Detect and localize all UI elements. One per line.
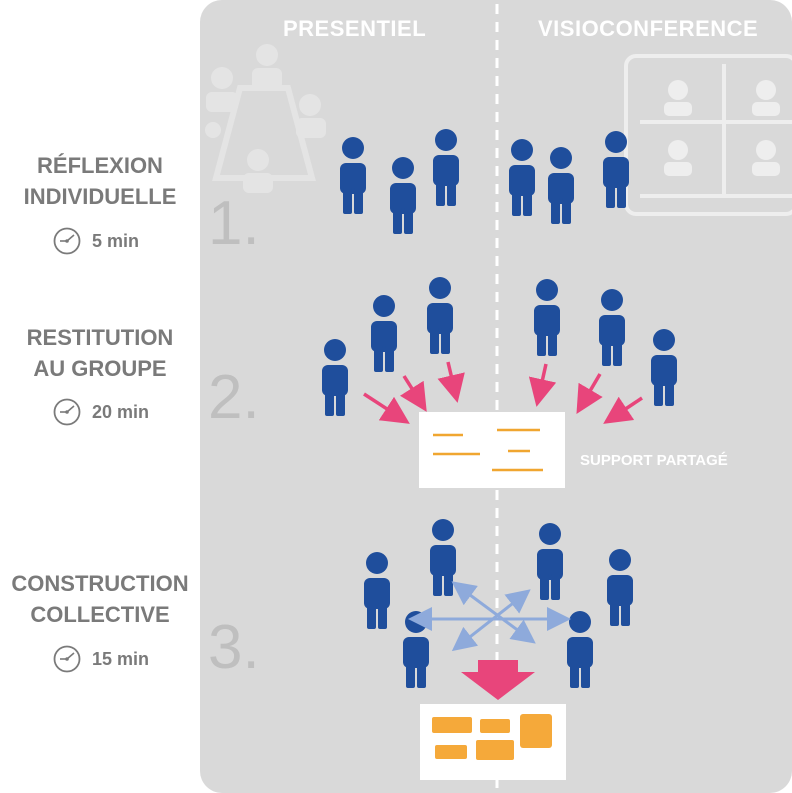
person-icon (322, 339, 348, 416)
video-grid-icon (624, 54, 792, 216)
support-label: SUPPORT PARTAGÉ (580, 452, 728, 469)
arrow-to-support (603, 396, 643, 424)
result-board (420, 704, 566, 780)
duration-value: 20 min (92, 401, 150, 422)
step-number: 2. (208, 363, 260, 432)
person-icon (433, 129, 459, 206)
shared-support-board (419, 412, 565, 488)
arrow-to-support (437, 361, 465, 403)
column-header-visioconference: VISIOCONFERENCE (538, 16, 759, 41)
person-icon (607, 549, 633, 626)
column-header-presentiel: PRESENTIEL (283, 16, 427, 41)
person-icon (390, 157, 416, 234)
person-icon (567, 611, 593, 688)
exchange-arrow (451, 589, 531, 652)
meeting-table-icon (205, 44, 326, 193)
down-arrow-icon (461, 660, 535, 700)
arrow-to-support (363, 392, 410, 424)
person-icon (403, 611, 429, 688)
step-number: 3. (208, 613, 260, 682)
clock-icon (53, 645, 81, 673)
arrow-to-support (528, 363, 557, 407)
step-title-line: RÉFLEXION (37, 153, 163, 178)
person-icon (427, 277, 453, 354)
person-icon (509, 139, 535, 216)
step-duration: 20 min (52, 397, 149, 427)
step-title-line: INDIVIDUELLE (23, 184, 177, 209)
person-icon (651, 329, 677, 406)
person-icon (371, 295, 397, 372)
person-icon (364, 552, 390, 629)
person-icon (548, 147, 574, 224)
person-icon (537, 523, 563, 600)
arrow-to-support (576, 373, 603, 415)
person-icon (534, 279, 560, 356)
person-icon (430, 519, 456, 596)
step-title: RÉFLEXION INDIVIDUELLE (0, 150, 200, 212)
step-duration: 15 min (52, 644, 149, 674)
step-duration: 5 min (52, 226, 139, 256)
step-title-line: RESTITUTION (26, 325, 174, 350)
person-icon (340, 137, 366, 214)
duration-value: 5 min (92, 230, 140, 251)
person-icon (603, 131, 629, 208)
duration-value: 15 min (92, 648, 150, 669)
step-title-line: CONSTRUCTION (11, 571, 189, 596)
step-title: CONSTRUCTION COLLECTIVE (0, 568, 200, 630)
step-title-line: COLLECTIVE (30, 602, 170, 627)
step-number: 1. (208, 189, 260, 258)
person-icon (599, 289, 625, 366)
step-title-line: AU GROUPE (33, 356, 167, 381)
arrow-to-support (399, 375, 427, 412)
clock-icon (53, 227, 81, 255)
step-title: RESTITUTION AU GROUPE (0, 322, 200, 384)
clock-icon (53, 398, 81, 426)
